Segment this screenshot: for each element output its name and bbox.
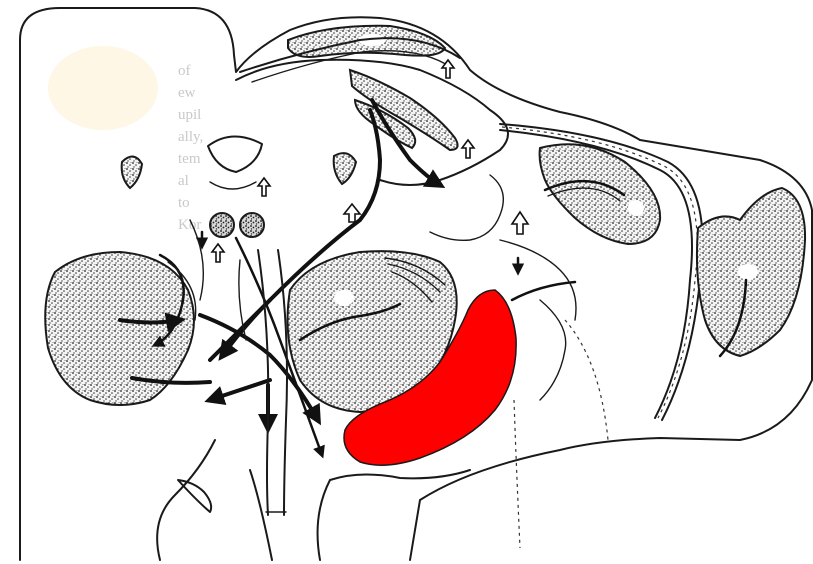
pons-outline <box>318 470 470 560</box>
dashed-boundary-1 <box>514 400 520 548</box>
major-fiber-down-left <box>210 380 270 400</box>
hollow-arrow-up-6 <box>462 140 474 158</box>
smudge-spot <box>48 46 158 130</box>
central-nucleus-core <box>334 290 354 306</box>
hollow-arrow-up-2 <box>344 204 360 222</box>
hollow-arrow-up-4 <box>258 178 270 196</box>
hollow-arrow-up-3 <box>212 244 224 262</box>
far-right-nucleus-core <box>738 264 758 280</box>
midline-crescent <box>210 182 256 189</box>
brainstem-outline <box>157 440 272 560</box>
crescent-nucleus <box>540 144 661 244</box>
midline-cup <box>208 136 262 172</box>
small-left-nucleus <box>122 156 142 188</box>
dashed-boundary-2 <box>565 320 608 440</box>
paired-nucleus-left <box>210 213 234 237</box>
small-right-nucleus <box>334 153 356 184</box>
brainstem-nerve-stub <box>178 480 211 512</box>
crescent-nucleus-core <box>628 200 644 216</box>
boundary-curve <box>540 300 566 400</box>
red-region-fiber <box>512 282 575 300</box>
hollow-arrow-up-1 <box>512 212 528 234</box>
paired-nucleus-right <box>240 213 264 237</box>
inner-boundary-arc-2 <box>500 240 576 320</box>
